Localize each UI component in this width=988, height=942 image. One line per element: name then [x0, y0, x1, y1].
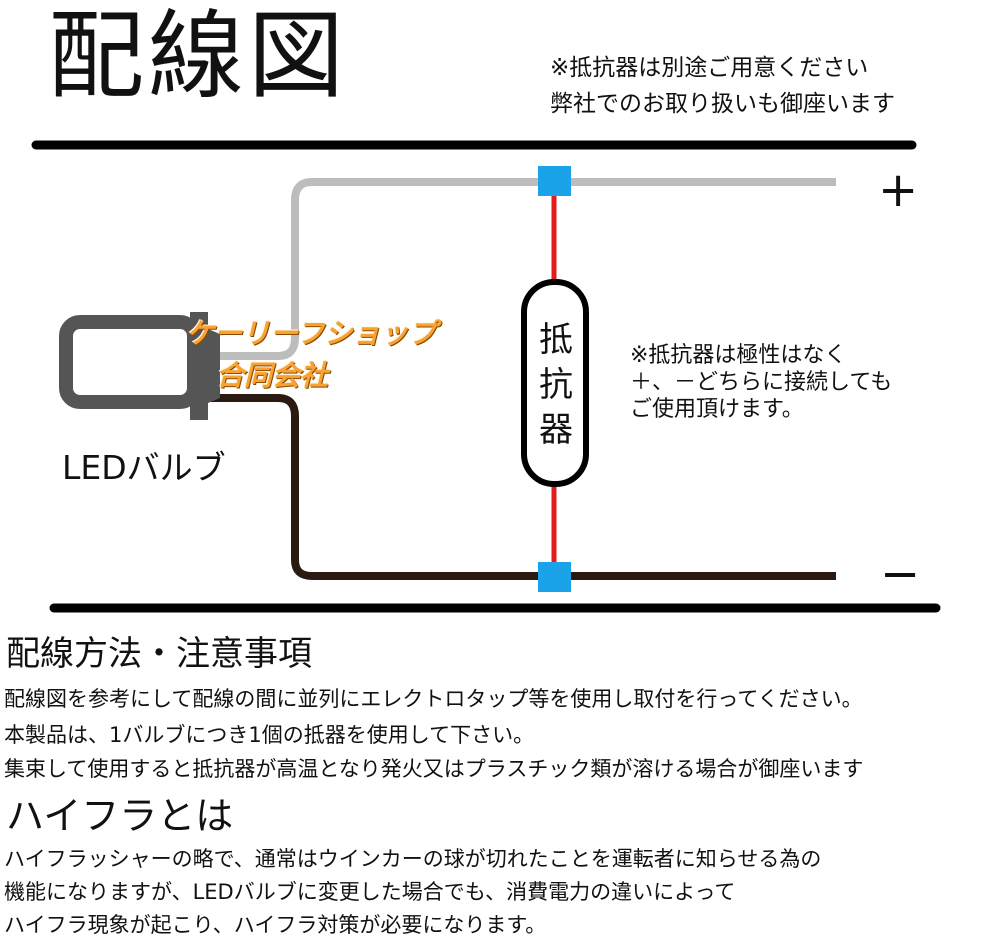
wiring-diagram [31, 140, 941, 613]
wiring-instruction-line: 集束して使用すると抵抗器が高温となり発火又はプラスチック類が溶ける場合が御座いま… [4, 757, 864, 781]
resistor-body [521, 279, 589, 487]
hyperflash-description-line: 機能になりますが、LEDバルブに変更した場合でも、消費電力の違いによって [4, 880, 736, 904]
led-bulb-icon [59, 312, 220, 420]
positive-terminal-label: + [878, 162, 919, 218]
tap-connector-top [538, 166, 571, 196]
resistor-label-char: 器 [539, 410, 573, 450]
wiring-instruction-line: 本製品は、1バルブにつき1個の抵器を使用して下さい。 [4, 723, 535, 747]
company-watermark: 合同会社 [216, 359, 329, 392]
hyperflash-description-line: ハイフラッシャーの略で、通常はウインカーの球が切れたことを運転者に知らせる為の [4, 847, 822, 871]
wiring-instruction-line: 配線図を参考にして配線の間に並列にエレクトロタップ等を使用し取付を行ってください… [4, 687, 863, 711]
resistor-polarity-note: ※抵抗器は極性はなく ＋、－どちらに接続しても ご使用頂けます。 [630, 342, 892, 423]
shop-availability-note: 弊社でのお取り扱いも御座います [550, 91, 895, 117]
tap-connector-bottom [538, 562, 571, 592]
negative-wire [210, 394, 836, 580]
resistor-note-line: ご使用頂けます。 [630, 397, 804, 422]
wiring-method-heading: 配線方法・注意事項 [6, 634, 312, 674]
resistor-label-char: 抵 [539, 320, 573, 360]
resistor-purchase-note: ※抵抗器は別途ご用意ください [550, 55, 869, 81]
bulb-label: LEDバルブ [62, 448, 226, 487]
hyperflash-heading: ハイフラとは [6, 794, 234, 838]
page-title: 配線図 [48, 0, 348, 112]
positive-wire [210, 178, 836, 360]
hyperflash-description-line: ハイフラ現象が起こり、ハイフラ対策が必要になります。 [4, 913, 547, 937]
shop-watermark: ケーリーフショップ [186, 317, 437, 350]
resistor-label-char: 抗 [539, 365, 573, 405]
resistor-note-line: ＋、－どちらに接続しても [630, 370, 893, 395]
resistor-note-line: ※抵抗器は極性はなく [630, 343, 847, 368]
negative-terminal-label: − [880, 546, 921, 602]
